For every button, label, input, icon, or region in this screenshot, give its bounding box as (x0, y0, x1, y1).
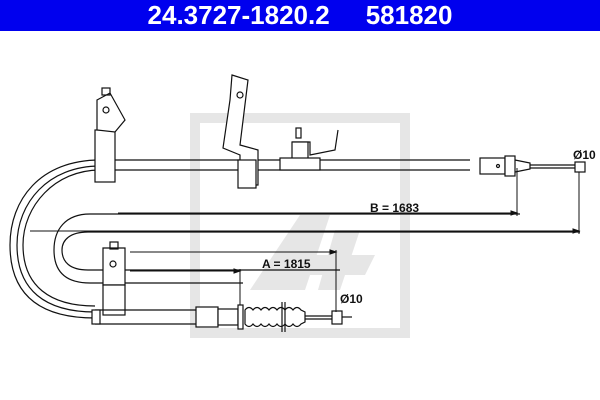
dimension-a-label: A = 1815 (262, 257, 311, 271)
title-bar: 24.3727-1820.2 581820 (0, 0, 600, 31)
reference-number: 581820 (365, 0, 453, 30)
part-number: 24.3727-1820.2 (147, 0, 330, 30)
dimension-b-label: B = 1683 (370, 201, 419, 215)
diameter-bottom-label: Ø10 (340, 292, 363, 306)
diameter-top-label: Ø10 (573, 148, 596, 162)
